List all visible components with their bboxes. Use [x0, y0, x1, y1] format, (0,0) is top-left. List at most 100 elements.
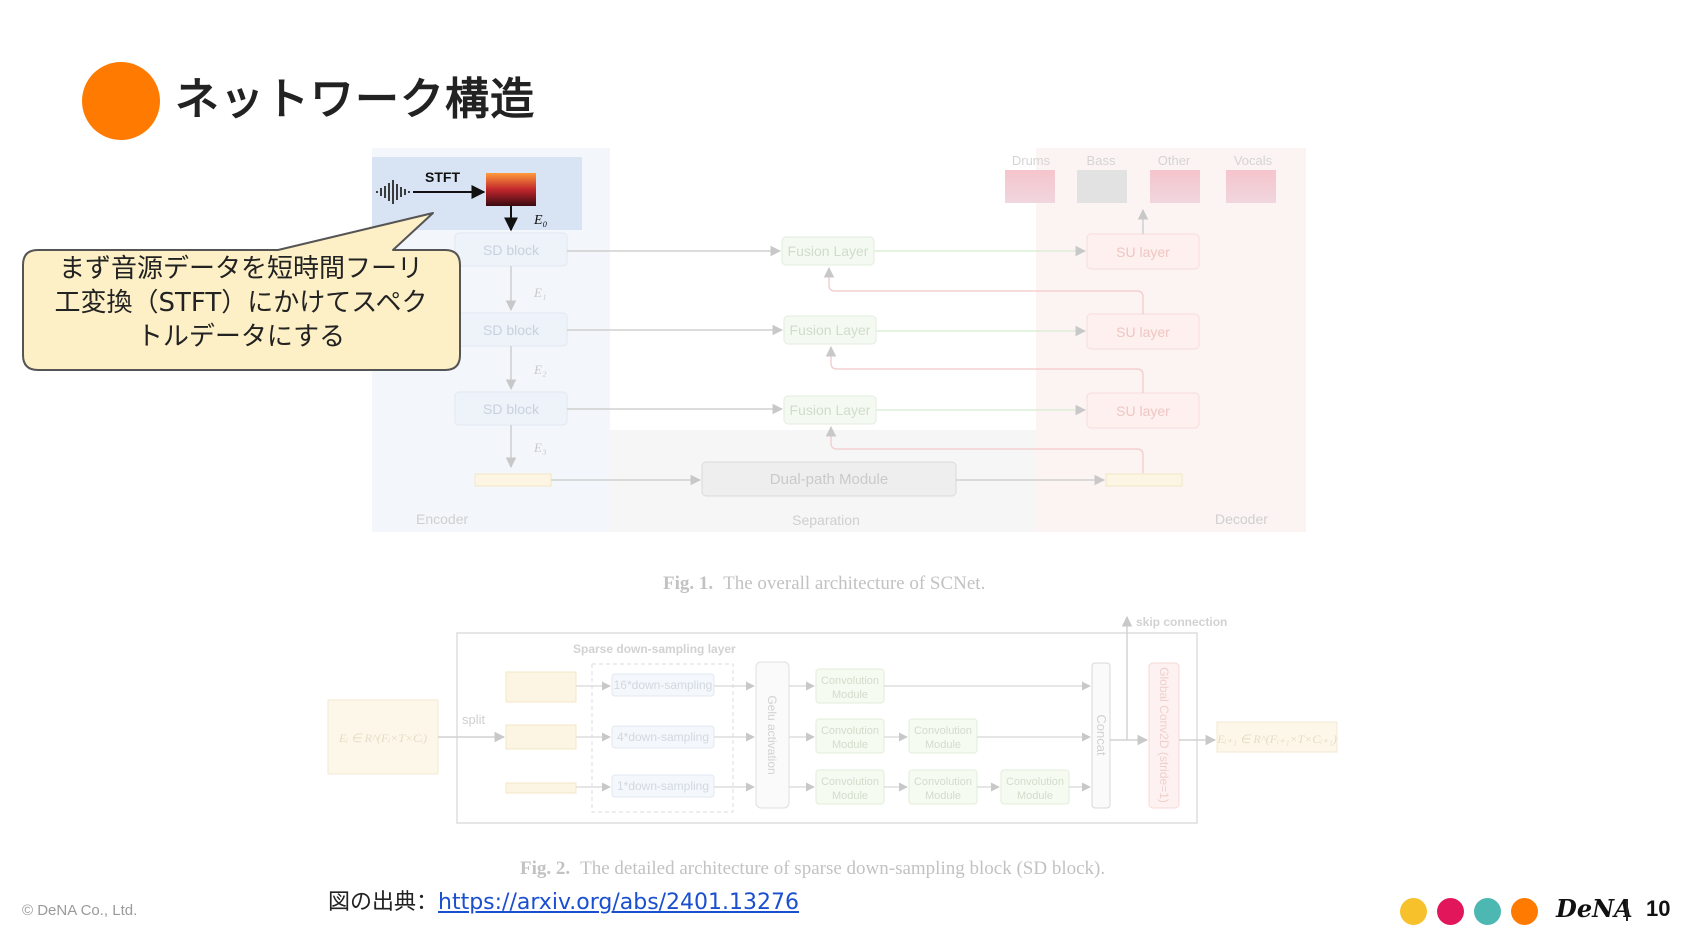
- su-layer-2: SU layer: [1086, 313, 1200, 350]
- split-label: split: [462, 712, 486, 727]
- dual-path-module: Dual-path Module: [701, 461, 957, 497]
- svg-text:Fusion Layer: Fusion Layer: [790, 322, 871, 338]
- ds-4x: 4*down-sampling: [611, 725, 715, 749]
- decoder-label: Decoder: [1215, 511, 1268, 527]
- waveform-icon: [376, 180, 410, 204]
- encoder-output-bar: [474, 473, 552, 487]
- svg-text:Global Conv2D (stride=1): Global Conv2D (stride=1): [1157, 667, 1171, 803]
- split-chunk-3: [505, 782, 577, 794]
- gelu-activation: Gelu activation: [755, 661, 790, 809]
- global-conv2d-block: Global Conv2D (stride=1): [1148, 662, 1180, 809]
- e3-label: E₃: [533, 440, 546, 455]
- teal-dot-icon: [1474, 898, 1501, 925]
- svg-text:Fusion Layer: Fusion Layer: [788, 243, 869, 259]
- svg-text:Fusion Layer: Fusion Layer: [790, 402, 871, 418]
- svg-text:SD block: SD block: [483, 401, 540, 417]
- vocals-spectrogram: [1226, 170, 1276, 203]
- sd-block-outline: [456, 632, 1198, 824]
- callout-line-2: 工変換（STFT）にかけてスペク: [54, 288, 428, 318]
- input-tensor: Eᵢ ∈ R^(Fᵢ×T×Cᵢ): [327, 699, 439, 775]
- svg-text:Eᵢ ∈ R^(Fᵢ×T×Cᵢ): Eᵢ ∈ R^(Fᵢ×T×Cᵢ): [338, 731, 427, 745]
- sparse-layer-label: Sparse down-sampling layer: [573, 642, 736, 656]
- svg-text:SD block: SD block: [483, 322, 540, 338]
- callout-bubble: [22, 212, 461, 371]
- output-tensor: Eᵢ₊₁ ∈ R^(Fᵢ₊₁×T×Cᵢ₊₁): [1216, 721, 1338, 753]
- decoder-input-bar: [1105, 473, 1183, 487]
- svg-text:Convolution: Convolution: [914, 776, 972, 788]
- other-label: Other: [1158, 153, 1191, 168]
- svg-text:Convolution: Convolution: [914, 725, 972, 737]
- source-label: 図の出典：: [328, 890, 439, 915]
- sd-block-1: SD block: [454, 232, 568, 267]
- svg-text:Convolution: Convolution: [821, 675, 879, 687]
- e0-label: E₀: [533, 213, 548, 228]
- svg-text:Concat: Concat: [1094, 714, 1109, 756]
- drums-spectrogram: [1005, 170, 1055, 203]
- other-spectrogram: [1150, 170, 1200, 203]
- conv-module-3-2: Convolution Module: [908, 769, 978, 805]
- conv-module-2-1: Convolution Module: [815, 718, 885, 754]
- svg-text:Dual-path Module: Dual-path Module: [770, 471, 888, 488]
- callout-line-1: まず音源データを短時間フーリ: [58, 254, 423, 284]
- drums-label: Drums: [1012, 153, 1051, 168]
- dena-logo: DeNA: [1556, 894, 1633, 923]
- bass-spectrogram: [1077, 170, 1127, 203]
- bass-label: Bass: [1087, 153, 1116, 168]
- spectrogram-image: [486, 173, 536, 206]
- e1-label: E₁: [533, 285, 546, 300]
- svg-text:16*down-sampling: 16*down-sampling: [614, 678, 713, 692]
- svg-text:1*down-sampling: 1*down-sampling: [617, 779, 709, 793]
- svg-text:Module: Module: [1017, 790, 1053, 802]
- sd-block-2: SD block: [454, 312, 568, 347]
- e2-label: E₂: [533, 362, 547, 377]
- concat-block: Concat: [1091, 662, 1111, 809]
- fusion-layer-1: Fusion Layer: [781, 236, 875, 266]
- encoder-label: Encoder: [416, 511, 468, 527]
- svg-text:Convolution: Convolution: [1006, 776, 1064, 788]
- svg-text:Convolution: Convolution: [821, 776, 879, 788]
- page-title: ネットワーク構造: [175, 74, 535, 125]
- source-link[interactable]: https://arxiv.org/abs/2401.13276: [438, 890, 800, 915]
- footer-divider: [1626, 899, 1628, 921]
- callout-text: まず音源データを短時間フーリ 工変換（STFT）にかけてスペク トルデータにする: [24, 252, 458, 354]
- svg-text:Gelu activation: Gelu activation: [765, 695, 779, 774]
- copyright: © DeNA Co., Ltd.: [22, 902, 138, 919]
- svg-text:Module: Module: [925, 790, 961, 802]
- svg-text:SU layer: SU layer: [1116, 324, 1170, 340]
- svg-text:SU layer: SU layer: [1116, 403, 1170, 419]
- page-number: 10: [1646, 896, 1671, 921]
- vocals-label: Vocals: [1234, 153, 1273, 168]
- stft-label: STFT: [425, 169, 460, 185]
- su-layer-1: SU layer: [1086, 233, 1200, 270]
- svg-text:Module: Module: [832, 689, 868, 701]
- callout-line-3: トルデータにする: [136, 322, 346, 352]
- separation-label: Separation: [792, 512, 860, 528]
- svg-text:4*down-sampling: 4*down-sampling: [617, 730, 709, 744]
- skip-connection-label: skip connection: [1136, 615, 1227, 629]
- conv-module-3-1: Convolution Module: [815, 769, 885, 805]
- title-bullet-icon: [82, 62, 160, 140]
- fusion-layer-2: Fusion Layer: [783, 315, 877, 345]
- fig1-caption-label: Fig. 1.The overall architecture of SCNet…: [663, 573, 985, 594]
- ds-1x: 1*down-sampling: [611, 774, 715, 798]
- fig2-caption-label: Fig. 2.The detailed architecture of spar…: [520, 858, 1105, 879]
- fusion-layer-3: Fusion Layer: [783, 395, 877, 425]
- svg-text:SD block: SD block: [483, 242, 540, 258]
- split-chunk-2: [505, 724, 577, 750]
- svg-text:Convolution: Convolution: [821, 725, 879, 737]
- svg-text:Eᵢ₊₁ ∈ R^(Fᵢ₊₁×T×Cᵢ₊₁): Eᵢ₊₁ ∈ R^(Fᵢ₊₁×T×Cᵢ₊₁): [1216, 732, 1337, 746]
- yellow-dot-icon: [1400, 898, 1427, 925]
- conv-module-2-2: Convolution Module: [908, 718, 978, 754]
- svg-text:Module: Module: [832, 739, 868, 751]
- figure-source: 図の出典：https://arxiv.org/abs/2401.13276: [328, 884, 799, 916]
- svg-text:Module: Module: [832, 790, 868, 802]
- sparse-layer-outline: [591, 663, 734, 813]
- svg-text:SU layer: SU layer: [1116, 244, 1170, 260]
- conv-module-3-3: Convolution Module: [1000, 769, 1070, 805]
- su-layer-3: SU layer: [1086, 392, 1200, 429]
- sd-block-3: SD block: [454, 391, 568, 426]
- svg-text:Module: Module: [925, 739, 961, 751]
- conv-module-1-1: Convolution Module: [815, 668, 885, 704]
- orange-dot-icon: [1511, 898, 1538, 925]
